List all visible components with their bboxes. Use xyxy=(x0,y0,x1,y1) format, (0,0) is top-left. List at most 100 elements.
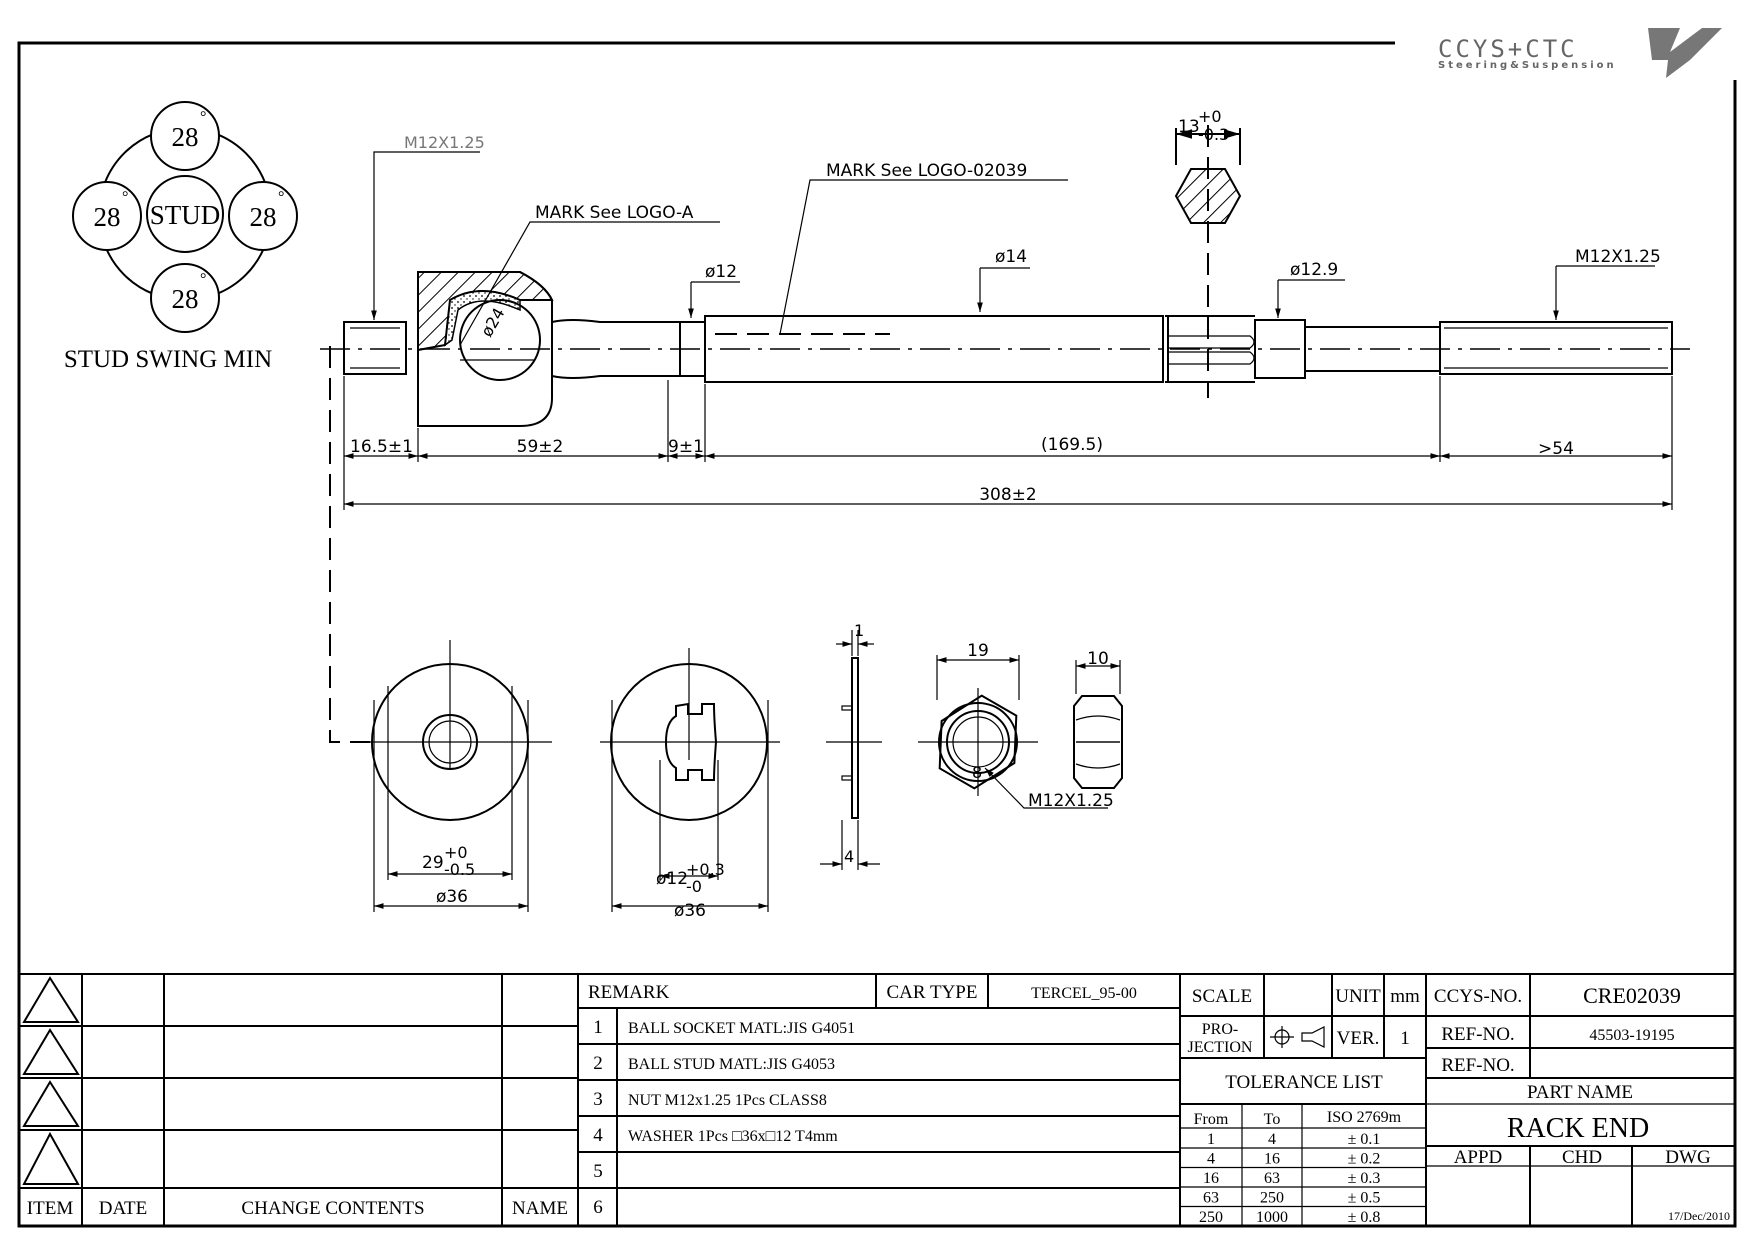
tolerance-tol-cell: ± 0.8 xyxy=(1348,1209,1381,1226)
part-name-label: PART NAME xyxy=(1527,1082,1633,1103)
ccys-no-value: CRE02039 xyxy=(1583,983,1681,1008)
tolerance-to-cell: 250 xyxy=(1260,1190,1284,1207)
tolerance-tol-cell: ± 0.5 xyxy=(1348,1190,1381,1207)
header-item: ITEM xyxy=(27,1198,74,1219)
revision-triangle-icon xyxy=(22,976,80,1023)
ref-no-value: 45503-19195 xyxy=(1589,1027,1674,1044)
dim-59: 59±2 xyxy=(517,437,564,457)
tolerance-from-cell: 16 xyxy=(1203,1170,1219,1187)
tolerance-to-cell: 4 xyxy=(1268,1131,1276,1148)
nut-width-label: 19 xyxy=(967,641,989,661)
washer1-inner-dim: 29 xyxy=(422,853,444,873)
washer-view-1: 29 +0 -0.5 ø36 xyxy=(362,640,552,912)
dia-14-label: ø14 xyxy=(995,247,1027,267)
drawing-border xyxy=(17,41,1737,1228)
remark-text: NUT M12x1.25 1Pcs CLASS8 xyxy=(628,1092,827,1109)
tol-header-to: To xyxy=(1264,1111,1281,1128)
remark-number: 4 xyxy=(593,1125,603,1146)
remark-number: 6 xyxy=(593,1197,603,1218)
mark-logo-a-label: MARK See LOGO-A xyxy=(535,203,694,223)
washer-thickness-label: 1 xyxy=(854,621,864,640)
swing-angle-bottom: 28 xyxy=(172,284,199,314)
tol-header-from: From xyxy=(1194,1111,1229,1128)
tolerance-from-cell: 250 xyxy=(1199,1209,1223,1226)
washer1-tol-plus: +0 xyxy=(444,843,468,862)
car-type-label: CAR TYPE xyxy=(887,982,978,1003)
washer1-outer-dim: ø36 xyxy=(436,887,468,907)
dim-overall-308: 308±2 xyxy=(979,485,1037,505)
nut-thickness-label: 10 xyxy=(1087,649,1109,669)
car-type-value: TERCEL_95-00 xyxy=(1031,985,1137,1002)
appd-label: APPD xyxy=(1454,1147,1503,1168)
washer2-tol-plus: +0.3 xyxy=(686,860,725,879)
remark-number: 1 xyxy=(593,1017,603,1038)
stud-label: STUD xyxy=(150,200,221,230)
remark-number: 3 xyxy=(593,1089,603,1110)
nut-front-view: 19 M12X1.25 8 xyxy=(918,641,1114,811)
degree-sign-bottom: ° xyxy=(200,271,206,288)
header-change-contents: CHANGE CONTENTS xyxy=(241,1198,424,1219)
revision-triangle-icon xyxy=(22,1028,80,1075)
projection-label-1: PRO- xyxy=(1202,1021,1238,1038)
tolerance-from-cell: 1 xyxy=(1207,1131,1215,1148)
remark-text: BALL STUD MATL:JIS G4053 xyxy=(628,1056,835,1073)
revision-triangle-icon xyxy=(22,1131,80,1185)
rack-end-main-view: M12X1.25 MARK See LOGO-A MARK See LOGO-0… xyxy=(320,107,1690,743)
header-name: NAME xyxy=(512,1198,568,1219)
ball-diameter-label: ø24 xyxy=(477,304,509,340)
degree-sign-right: ° xyxy=(278,189,284,206)
tolerance-to-cell: 63 xyxy=(1264,1170,1280,1187)
nut-side-view: 10 xyxy=(1073,649,1123,789)
tolerance-from-cell: 63 xyxy=(1203,1190,1219,1207)
logo-mark-icon xyxy=(1648,28,1722,78)
thread-right-label: M12X1.25 xyxy=(1575,247,1661,267)
drawing-date: 17/Dec/2010 xyxy=(1668,1209,1730,1223)
title-block: ITEM DATE CHANGE CONTENTS NAME REMARK CA… xyxy=(19,973,1735,1226)
washer-view-2: ø12 +0.3 -0 ø36 xyxy=(600,648,780,921)
washer2-outer-dim: ø36 xyxy=(674,901,706,921)
dim-9: 9±1 xyxy=(668,437,704,457)
hex-size-label: 13 xyxy=(1178,117,1200,137)
unit-value: mm xyxy=(1390,986,1420,1007)
remark-text: BALL SOCKET MATL:JIS G4051 xyxy=(628,1020,855,1037)
degree-sign-top: ° xyxy=(200,109,206,126)
washer2-inner-dim: ø12 xyxy=(656,869,688,889)
tolerance-from-cell: 4 xyxy=(1207,1151,1215,1168)
ref-no-label: REF-NO. xyxy=(1441,1024,1514,1045)
unit-label: UNIT xyxy=(1335,986,1381,1007)
washer-tab-height-label: 4 xyxy=(844,847,854,866)
ccys-no-label: CCYS-NO. xyxy=(1434,986,1522,1007)
tolerance-tol-cell: ± 0.1 xyxy=(1348,1131,1381,1148)
tolerance-title: TOLERANCE LIST xyxy=(1225,1072,1383,1093)
swing-angle-top: 28 xyxy=(172,122,199,152)
swing-angle-right: 28 xyxy=(250,202,277,232)
dim-16-5: 16.5±1 xyxy=(350,437,413,457)
ver-label: VER. xyxy=(1337,1028,1380,1049)
ref-no2-label: REF-NO. xyxy=(1441,1055,1514,1076)
hex-tol-minus: -0.3 xyxy=(1198,125,1229,144)
dia-12-9-label: ø12.9 xyxy=(1290,260,1338,280)
washer2-tol-minus: -0 xyxy=(686,877,702,896)
logo-text: CCYS+CTC xyxy=(1438,35,1578,63)
scale-label: SCALE xyxy=(1192,986,1252,1007)
dim-169-5: (169.5) xyxy=(1041,435,1103,455)
projection-label-2: JECTION xyxy=(1188,1039,1253,1056)
tol-header-std: ISO 2769m xyxy=(1327,1109,1402,1126)
washer1-tol-minus: -0.5 xyxy=(444,860,475,879)
hex-tol-plus: +0 xyxy=(1198,107,1222,126)
tolerance-tol-cell: ± 0.2 xyxy=(1348,1151,1381,1168)
logo-subtitle: Steering&Suspension xyxy=(1438,60,1617,71)
part-name-value: RACK END xyxy=(1507,1113,1649,1144)
stud-swing-diagram: STUD 28 28 28 28 ° ° ° ° STUD SWING MIN xyxy=(64,101,298,373)
remark-number: 5 xyxy=(593,1161,603,1182)
washer-side-view: 1 4 xyxy=(820,621,882,870)
dim-54: >54 xyxy=(1538,439,1574,459)
stud-swing-caption: STUD SWING MIN xyxy=(64,346,272,373)
tolerance-to-cell: 16 xyxy=(1264,1151,1280,1168)
thread-left-label: M12X1.25 xyxy=(404,133,485,152)
company-logo: CCYS+CTC Steering&Suspension xyxy=(1438,28,1722,78)
revision-triangle-icon xyxy=(22,1080,80,1127)
